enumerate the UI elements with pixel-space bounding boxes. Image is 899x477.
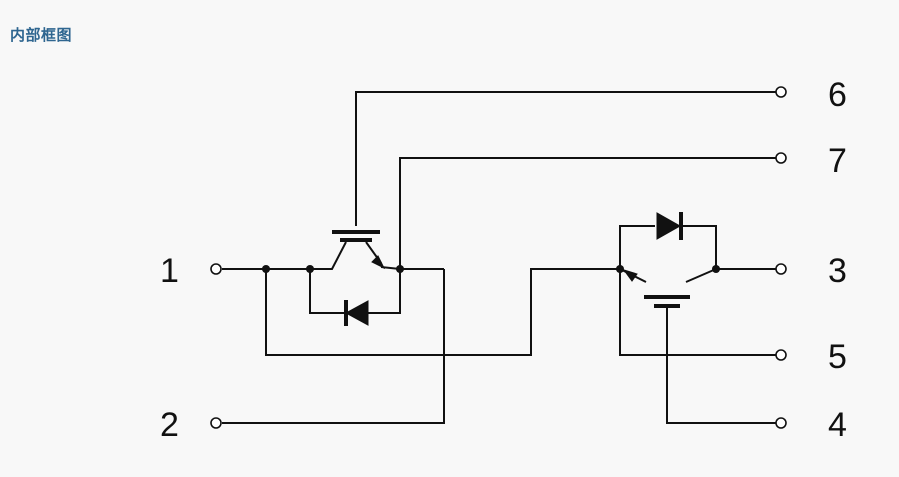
pin5-terminal [775, 349, 787, 361]
junction-dots [262, 265, 720, 273]
pin-labels: 1 2 3 4 5 6 7 [160, 76, 847, 444]
left-igbt-symbol [332, 230, 386, 270]
pin-label-1: 1 [160, 252, 179, 290]
pin4-terminal [775, 417, 787, 429]
pin1-terminal [210, 263, 222, 275]
pin-label-2: 2 [160, 406, 179, 444]
pin6-terminal [775, 86, 787, 98]
pin2-terminal [210, 417, 222, 429]
pin-label-5: 5 [828, 338, 847, 376]
page-title: 内部框图 [10, 26, 73, 44]
left-igbt-arrow-icon [371, 255, 386, 270]
pin-label-3: 3 [828, 252, 847, 290]
right-igbt-arrow-icon [622, 269, 638, 282]
terminals [210, 86, 787, 429]
pin-label-4: 4 [828, 406, 847, 444]
pin-label-7: 7 [828, 142, 847, 180]
pin-label-6: 6 [828, 76, 847, 114]
left-diode-symbol [344, 300, 369, 326]
wires [222, 91, 780, 424]
right-igbt-symbol [622, 269, 690, 308]
pin3-terminal [775, 263, 787, 275]
right-diode-symbol [656, 212, 683, 240]
pin7-terminal [775, 152, 787, 164]
